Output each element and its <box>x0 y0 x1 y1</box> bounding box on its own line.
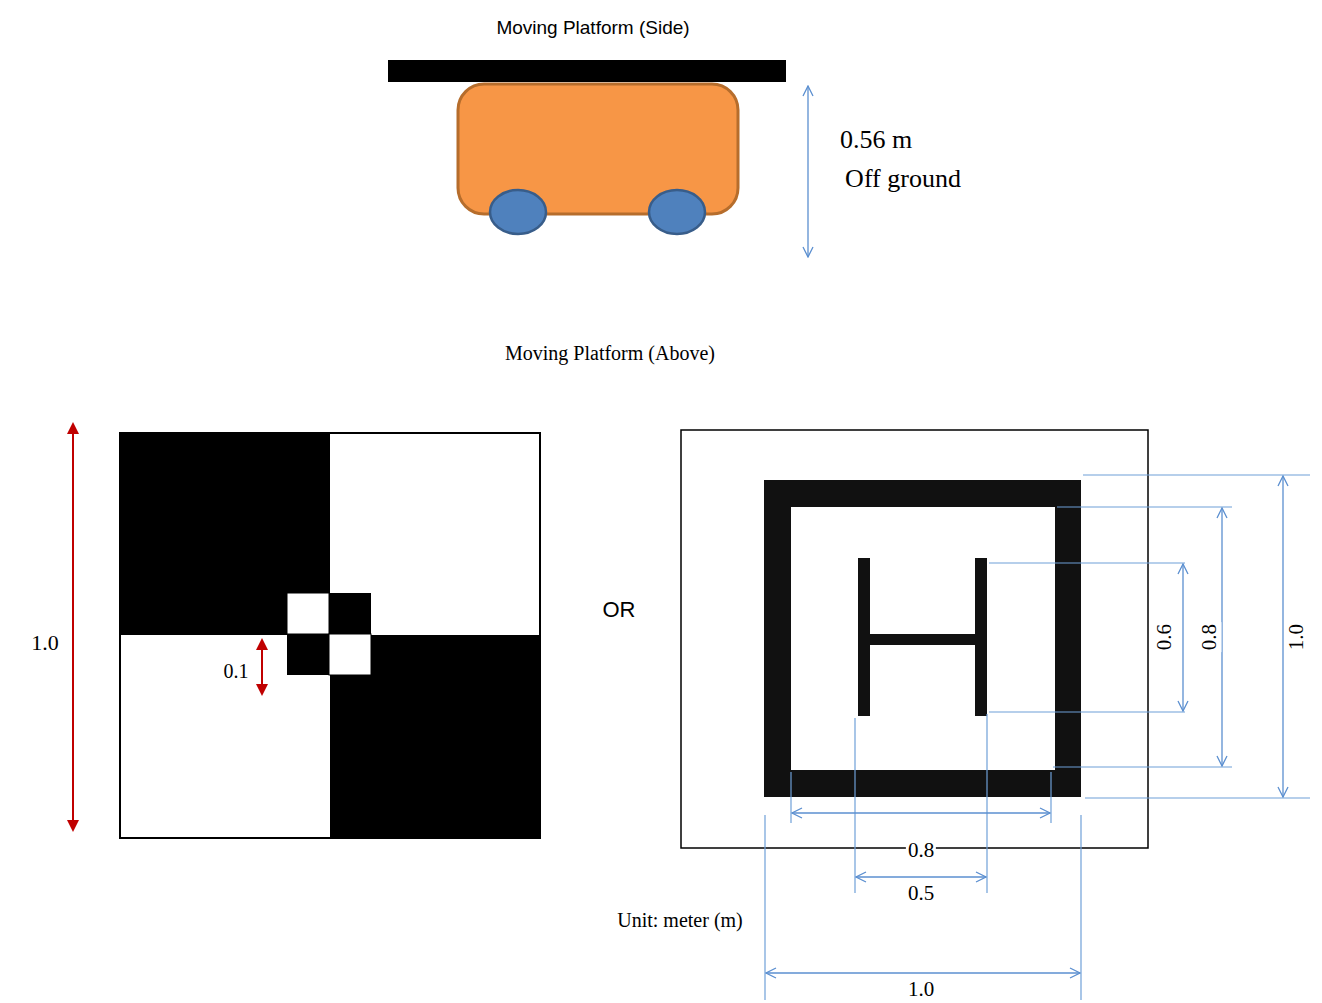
dimension-note: Off ground <box>845 165 961 194</box>
wheel <box>490 190 546 234</box>
square-ring <box>764 480 1081 797</box>
unit-note: Unit: meter (m) <box>617 909 743 931</box>
dimension-lines <box>765 475 1310 1000</box>
small-square <box>287 593 329 634</box>
dimension: 0.8 <box>906 839 936 862</box>
dimension: 1.0 <box>1285 622 1308 652</box>
h-letter <box>975 558 987 716</box>
black-quadrant <box>120 433 330 635</box>
view-title: Moving Platform (Side) <box>496 18 689 39</box>
view-title: Moving Platform (Above) <box>505 342 715 364</box>
dimension: 1.0 <box>31 631 59 655</box>
dimension: 1.0 <box>906 978 936 1001</box>
separator-text: OR <box>603 598 636 622</box>
small-square <box>329 634 371 675</box>
dimension-arrows <box>766 476 1283 973</box>
dimension: 0.8 <box>1198 622 1221 652</box>
height-arrow <box>807 86 808 257</box>
black-quadrant <box>330 635 540 838</box>
small-square <box>287 634 329 675</box>
h-marker-frame <box>681 430 1148 848</box>
small-square <box>329 593 371 634</box>
h-letter <box>858 558 870 716</box>
wheel <box>649 190 705 234</box>
dimension: 0.5 <box>906 882 936 905</box>
platform-top <box>388 60 786 82</box>
dimension: 0.6 <box>1153 622 1176 652</box>
size-arrow <box>72 424 74 830</box>
h-letter <box>870 634 975 645</box>
dimension: 0.56 m <box>840 126 912 155</box>
dimension: 0.1 <box>224 660 249 682</box>
checker-marker <box>120 433 540 838</box>
size-arrow <box>261 640 263 694</box>
